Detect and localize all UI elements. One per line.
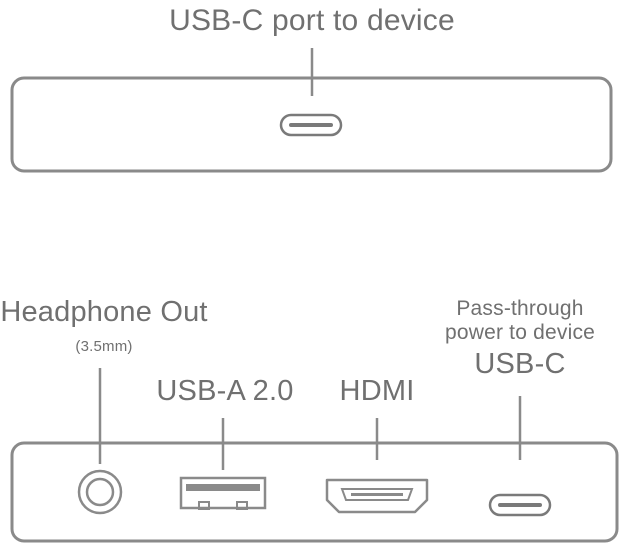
- passthrough-label-line2: power to device: [444, 321, 596, 344]
- usb-c-port-label: USB-C port to device: [169, 4, 455, 37]
- usb-c-passthrough-port-icon: [488, 493, 552, 517]
- usb-a-label: USB-A 2.0: [156, 375, 294, 407]
- bottom-device-body: [10, 441, 619, 543]
- top-usb-c-port-icon: [279, 113, 343, 137]
- passthrough-label-line1: Pass-through: [456, 297, 584, 320]
- hdmi-port-icon: [325, 478, 429, 514]
- headphone-jack-icon: [77, 469, 123, 515]
- usb-c-passthrough-label: USB-C: [474, 348, 566, 380]
- headphone-size-label: (3.5mm): [75, 338, 133, 355]
- hdmi-label: HDMI: [339, 375, 415, 407]
- usb-a-port-icon: [179, 476, 267, 510]
- headphone-out-label: Headphone Out: [0, 296, 208, 328]
